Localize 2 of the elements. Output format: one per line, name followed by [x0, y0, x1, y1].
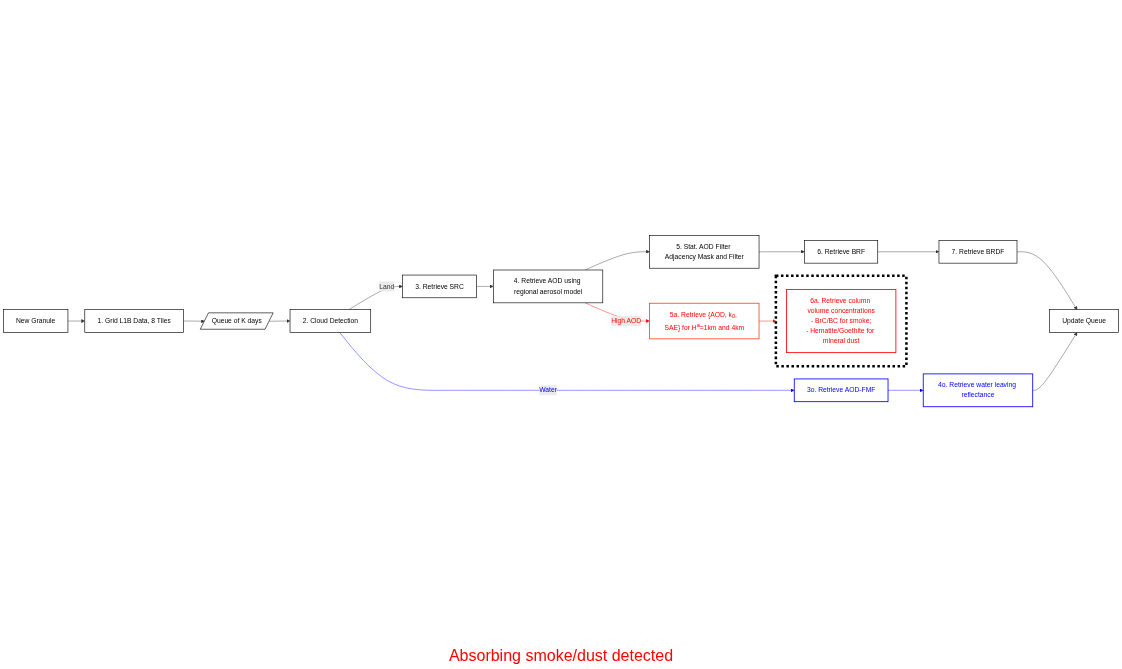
note-text: Absorbing smoke/dust detected	[448, 647, 674, 664]
cluster	[774, 274, 908, 369]
